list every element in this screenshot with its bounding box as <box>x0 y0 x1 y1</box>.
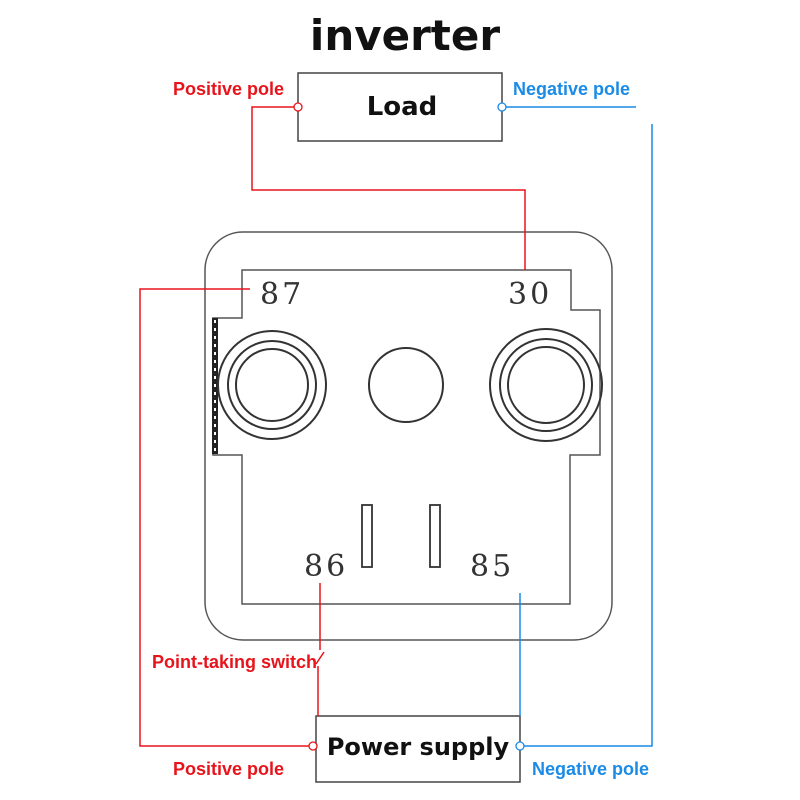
pin-86-label: 86 <box>304 549 348 584</box>
right-terminal-inner <box>507 346 585 424</box>
power-supply-label: Power supply <box>327 733 510 761</box>
left-terminal-inner <box>235 348 309 422</box>
pin-87-label: 87 <box>260 277 304 312</box>
center-hole <box>368 347 444 423</box>
left-terminal-outer <box>217 330 327 440</box>
diagram-title: inverter <box>310 11 500 60</box>
wire-power-negative-return <box>520 124 653 747</box>
coil-pin-right <box>429 504 441 568</box>
right-terminal-mid <box>499 338 593 432</box>
left-terminal-mid <box>227 340 317 430</box>
load-negative-terminal <box>497 102 507 112</box>
right-terminal-outer <box>489 328 603 442</box>
power-negative-terminal <box>515 741 525 751</box>
power-supply-box <box>315 715 521 783</box>
pin-30-label: 30 <box>508 277 552 312</box>
load-label: Load <box>367 92 438 122</box>
coil-pin-left <box>361 504 373 568</box>
power-positive-label: Positive pole <box>173 759 284 779</box>
wire-87-to-power-positive <box>139 288 310 747</box>
power-positive-terminal <box>308 741 318 751</box>
power-negative-label: Negative pole <box>532 759 649 779</box>
switch-contact <box>315 651 325 665</box>
relay-inner-outline <box>212 269 601 605</box>
switch-label: Point-taking switch <box>152 652 317 672</box>
load-positive-terminal <box>293 102 303 112</box>
load-box <box>297 72 503 142</box>
load-positive-label: Positive pole <box>173 79 284 99</box>
pin-85-label: 85 <box>470 549 514 584</box>
relay-body <box>204 231 613 641</box>
wire-load-positive-to-30 <box>251 106 526 270</box>
load-negative-label: Negative pole <box>513 79 630 99</box>
